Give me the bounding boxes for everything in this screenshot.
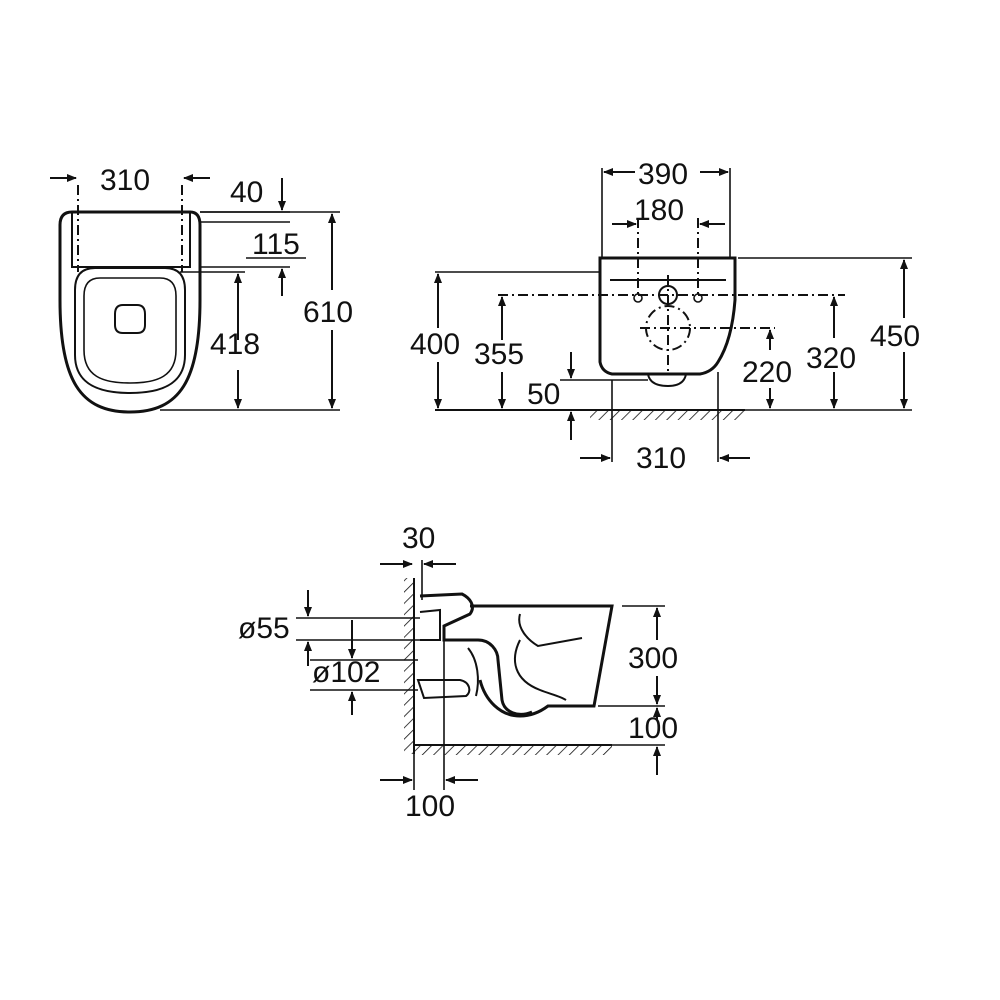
dimension-side-water-inlet-diameter: ø55 [238,612,290,645]
side-view-bowl-outline [470,604,614,718]
side-view-wall [404,578,414,754]
front-view-bowl-outline [598,256,737,376]
dimension-front-base-gap: 50 [527,378,560,411]
dimension-front-hole-spacing: 180 [634,194,684,227]
top-view-seat-plate [71,211,191,268]
dimension-top-length: 610 [303,296,353,329]
dimension-front-lower-axis-height: 220 [742,356,792,389]
dimension-front-total-height: 450 [870,320,920,353]
dimension-side-wall-offset: 30 [402,522,435,555]
top-view: 310 40 115 418 610 [50,164,353,414]
dimension-front-rod-height: 400 [410,328,460,361]
side-view-drain-pipe [419,592,533,716]
top-view-seat-inner [83,277,177,384]
dimension-front-upper-axis-height: 355 [474,338,524,371]
top-view-bowl-outline [58,210,202,414]
dimension-front-bowl-width: 310 [636,442,686,475]
front-view-bowl-base [647,373,687,388]
top-view-seat-ring [74,267,186,395]
side-view-floor [414,745,612,755]
dimension-side-floor-gap: 100 [628,712,678,745]
side-view: 30 ø55 ø102 300 100 100 [238,522,678,823]
dimension-top-hole-to-front: 418 [210,328,260,361]
dimension-side-drain-diameter: ø102 [312,656,380,689]
dimension-side-bowl-height: 300 [628,642,678,675]
dimension-top-seat-offset: 40 [230,176,263,209]
dimension-top-width: 310 [100,164,150,197]
dimension-side-drain-depth: 100 [405,790,455,823]
dimension-front-hole-axis-height: 320 [806,342,856,375]
dimension-top-hole-distance: 115 [252,228,300,261]
front-view: 390 180 400 355 50 310 220 [410,158,920,475]
top-view-drain-hole [114,304,146,334]
dimension-front-overall-width: 390 [638,158,688,191]
